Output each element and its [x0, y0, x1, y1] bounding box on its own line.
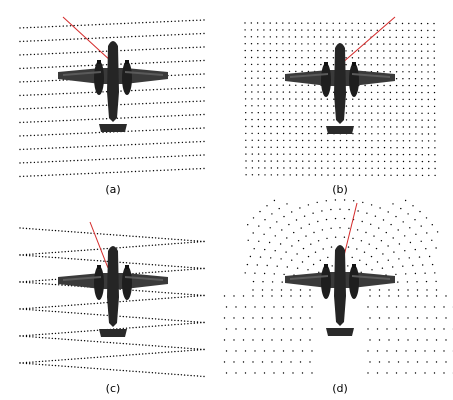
aircraft-icon [285, 245, 395, 336]
sensor-ray [89, 221, 109, 269]
sensor-ray [340, 16, 396, 65]
dot-pattern-grid [244, 22, 436, 177]
panel-a [19, 16, 205, 178]
panel-a-caption: (a) [105, 183, 121, 196]
aircraft-icon [58, 41, 168, 132]
panel-d-caption: (d) [332, 382, 348, 395]
panel-b-caption: (b) [332, 183, 348, 196]
panel-c-caption: (c) [105, 382, 121, 395]
sensor-ray [62, 16, 113, 63]
dot-pattern-arch [223, 199, 453, 374]
aircraft-icon [58, 246, 168, 337]
panel-d [223, 199, 453, 374]
dot-pattern-zigzag [19, 227, 205, 378]
panel-b [244, 16, 436, 177]
panel-c [19, 221, 205, 378]
